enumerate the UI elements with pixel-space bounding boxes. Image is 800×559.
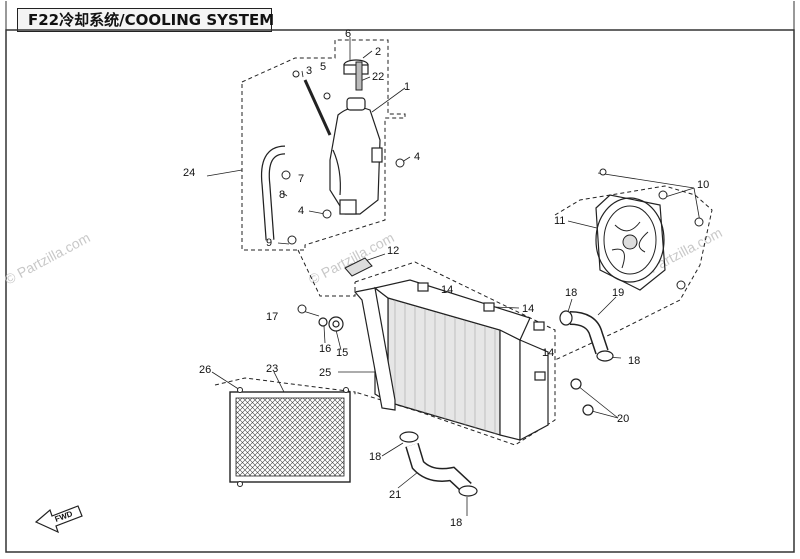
callout-2: 2 [375,46,381,58]
callout-20: 20 [617,413,629,425]
diagram-title: F22冷却系统/COOLING SYSTEM [17,8,274,32]
callout-16: 16 [319,343,331,355]
callout-10: 10 [697,179,709,191]
callout-7: 7 [298,173,304,185]
radiator-cap [344,257,373,277]
callout-1: 1 [404,81,410,93]
callout-17: 17 [266,311,278,323]
callout-25: 25 [319,367,331,379]
callout-8: 8 [279,189,285,201]
watermark-1: © Partzilla.com [2,229,93,287]
callout-12: 12 [387,245,399,257]
callout-23: 23 [266,363,278,375]
group-outlines [214,39,713,446]
callout-14c: 14 [542,347,554,359]
callout-18a: 18 [565,287,577,299]
callout-18d: 18 [450,517,462,529]
callout-4a: 4 [414,151,420,163]
callout-6: 6 [345,28,351,40]
callout-4b: 4 [298,205,304,217]
callout-5: 5 [320,61,326,73]
callout-9: 9 [266,237,272,249]
callout-19: 19 [612,287,624,299]
callout-15: 15 [336,347,348,359]
cooling-fan [595,194,666,291]
grommets [318,282,594,416]
side-bracket [353,287,396,411]
callout-22: 22 [372,71,384,83]
callout-14a: 14 [441,284,453,296]
callout-11: 11 [554,215,565,227]
tank-strap [303,79,332,136]
callout-14b: 14 [522,303,534,315]
callout-26: 26 [199,364,211,376]
forward-arrow: FWD [34,505,83,534]
callout-labels: 1 2 3 4 4 5 6 7 8 9 10 11 12 14 14 14 15… [183,28,709,529]
callout-24: 24 [183,167,195,179]
hose-clamps [399,310,614,497]
watermark-2: © Partzilla.com [306,229,397,287]
radiator-guard [229,387,351,487]
callout-18b: 18 [628,355,640,367]
callout-21: 21 [389,489,401,501]
callout-18c: 18 [369,451,381,463]
fasteners [281,70,704,314]
callout-3: 3 [306,65,312,77]
